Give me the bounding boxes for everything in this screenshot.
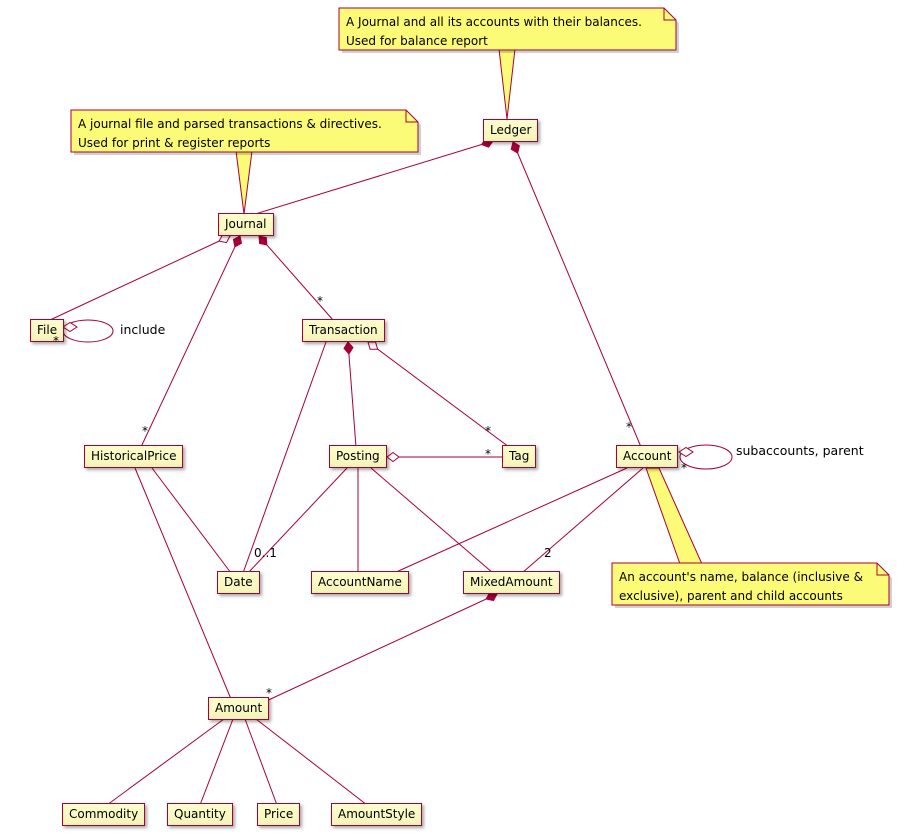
class-commodity: Commodity xyxy=(62,803,146,826)
note-ledger-text: A Journal and all its accounts with thei… xyxy=(346,13,642,51)
multiplicity-ledger-account: * xyxy=(626,420,632,434)
note-account-line1: An account's name, balance (inclusive & xyxy=(619,570,863,584)
multiplicity-mixedamount-amount: * xyxy=(266,686,272,700)
class-amountstyle: AmountStyle xyxy=(331,803,423,826)
edge-journal-historicalprice xyxy=(140,235,241,448)
class-amount: Amount xyxy=(208,697,270,720)
note-account-line2: exclusive), parent and child accounts xyxy=(619,589,843,603)
edge-amount-price xyxy=(244,718,278,806)
class-tag: Tag xyxy=(502,445,537,468)
multiplicity-posting-date: 0..1 xyxy=(254,546,277,560)
edge-account-accountname xyxy=(393,467,628,574)
multiplicity-journal-transaction: * xyxy=(317,294,323,308)
edge-journal-transaction xyxy=(258,235,334,321)
edge-historicalprice-amount xyxy=(134,467,232,700)
diamond-transaction-tag xyxy=(367,341,379,350)
note-journal-line2: Used for print & register reports xyxy=(78,136,271,150)
diamond-transaction-posting xyxy=(343,341,354,355)
multiplicity-posting-tag: * xyxy=(485,447,491,461)
class-account: Account xyxy=(616,445,679,468)
class-price: Price xyxy=(257,803,301,826)
note-journal-line1: A journal file and parsed transactions &… xyxy=(78,117,382,131)
note-account-shape xyxy=(611,562,890,606)
diamond-account-selfloop xyxy=(678,446,694,458)
class-accountname: AccountName xyxy=(311,571,409,594)
edge-ledger-account xyxy=(512,141,642,448)
class-quantity: Quantity xyxy=(167,803,233,826)
class-journal: Journal xyxy=(218,213,274,236)
class-transaction: Transaction xyxy=(302,319,385,342)
note-journal-fold xyxy=(405,110,418,123)
label-include: include xyxy=(120,322,166,337)
edge-posting-date xyxy=(247,467,348,574)
note-ledger-shape xyxy=(338,7,677,51)
note-ledger-fold xyxy=(663,8,676,21)
label-subaccounts-parent: subaccounts, parent xyxy=(736,443,864,458)
class-historicalprice: HistoricalPrice xyxy=(84,445,184,468)
multiplicity-transaction-tag: * xyxy=(485,424,491,438)
note-pointer-journal xyxy=(235,150,253,215)
multiplicity-file-include: * xyxy=(53,334,59,348)
class-file: File xyxy=(30,319,65,342)
diamond-posting-tag xyxy=(386,451,400,463)
diamond-ledger-account xyxy=(510,141,520,154)
note-pointer-ledger xyxy=(498,48,516,120)
edge-transaction-date xyxy=(242,341,327,574)
edge-amount-amountstyle xyxy=(255,718,368,806)
note-ledger-line1: A Journal and all its accounts with thei… xyxy=(346,15,642,29)
edge-ledger-journal xyxy=(251,140,494,216)
diamond-journal-historicalprice xyxy=(232,235,243,248)
multiplicity-account-subaccounts: * xyxy=(681,461,687,475)
edge-amount-quantity xyxy=(199,718,234,806)
note-journal-shape xyxy=(70,109,419,153)
self-loop-account-subaccounts xyxy=(679,444,733,470)
class-date: Date xyxy=(217,571,260,594)
note-ledger-line2: Used for balance report xyxy=(346,34,488,48)
edge-mixedamount-amount xyxy=(261,593,498,704)
edge-transaction-tag xyxy=(367,341,510,448)
class-ledger: Ledger xyxy=(483,119,539,142)
note-account-fold xyxy=(876,563,889,576)
edge-amount-commodity xyxy=(106,718,225,806)
multiplicity-account-mixedamount: 2 xyxy=(544,546,552,560)
diamond-journal-transaction xyxy=(258,235,268,246)
edge-account-mixedamount xyxy=(521,467,644,574)
multiplicity-journal-historicalprice: * xyxy=(142,424,148,438)
edge-journal-file xyxy=(49,235,231,321)
edge-historicalprice-date xyxy=(151,467,232,574)
edge-transaction-posting xyxy=(347,341,357,448)
class-mixedamount: MixedAmount xyxy=(463,571,560,594)
note-account-text: An account's name, balance (inclusive & … xyxy=(619,568,863,606)
diamond-file-selfloop xyxy=(62,321,78,333)
edge-posting-mixedamount xyxy=(370,467,494,574)
note-journal-text: A journal file and parsed transactions &… xyxy=(78,115,382,153)
class-posting: Posting xyxy=(329,445,387,468)
note-pointer-account xyxy=(645,467,703,565)
